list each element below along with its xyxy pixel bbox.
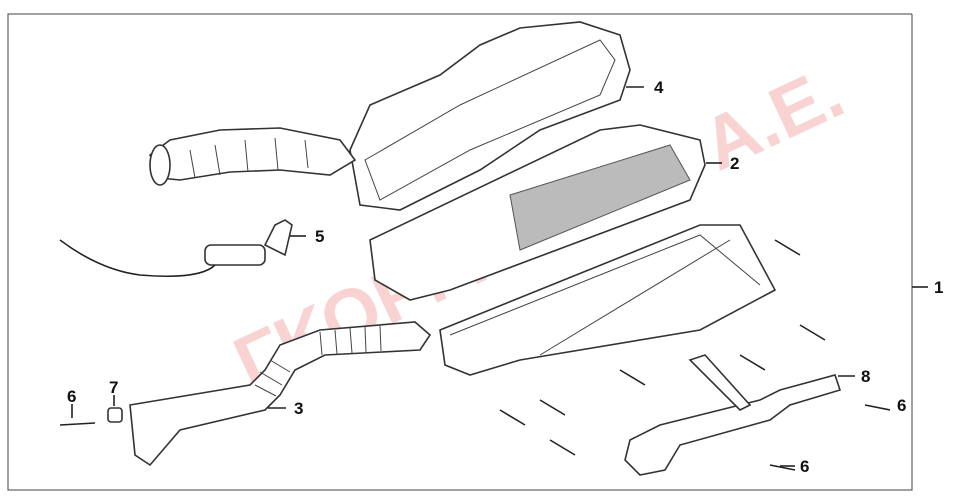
svg-text:5: 5 (315, 227, 324, 246)
svg-text:6: 6 (897, 396, 906, 415)
callout-1: 1 (934, 278, 943, 297)
svg-text:2: 2 (730, 154, 739, 173)
bracket[interactable] (624, 354, 842, 476)
callout-6c: 6 (780, 457, 809, 476)
nut[interactable] (107, 407, 123, 423)
svg-text:8: 8 (861, 367, 870, 386)
svg-text:6: 6 (67, 387, 76, 406)
assembly-frame (7, 13, 913, 491)
air-cleaner-case[interactable] (439, 224, 777, 376)
callout-7: 7 (109, 378, 118, 406)
svg-text:1: 1 (934, 278, 943, 297)
svg-text:7: 7 (109, 378, 118, 397)
air-filter-element[interactable] (369, 124, 706, 301)
callout-6a: 6 (67, 387, 76, 418)
intake-duct[interactable] (129, 321, 432, 467)
callout-8: 8 (838, 367, 870, 386)
svg-text:4: 4 (654, 78, 664, 97)
callout-6b: 6 (897, 396, 906, 415)
callout-5: 5 (290, 227, 324, 246)
callout-2: 2 (706, 154, 739, 173)
svg-text:3: 3 (294, 399, 303, 418)
callout-3: 3 (268, 399, 303, 418)
screws[interactable] (59, 239, 891, 471)
drain-tube[interactable] (59, 219, 293, 278)
air-cleaner-cover[interactable] (149, 21, 631, 211)
svg-text:6: 6 (800, 457, 809, 476)
callout-4: 4 (626, 78, 664, 97)
